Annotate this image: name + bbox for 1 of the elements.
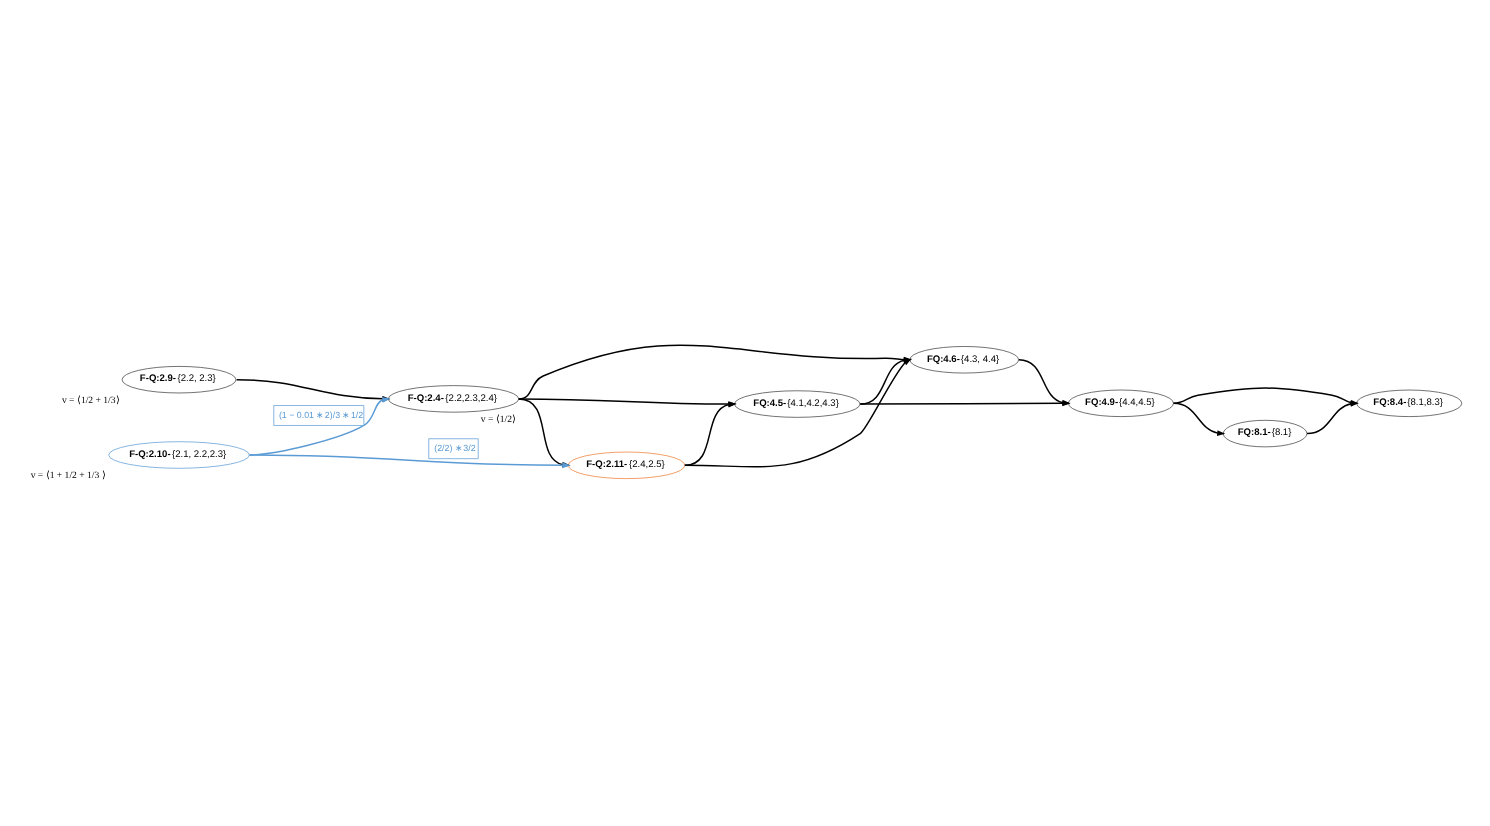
arrow (1172, 401, 1226, 435)
